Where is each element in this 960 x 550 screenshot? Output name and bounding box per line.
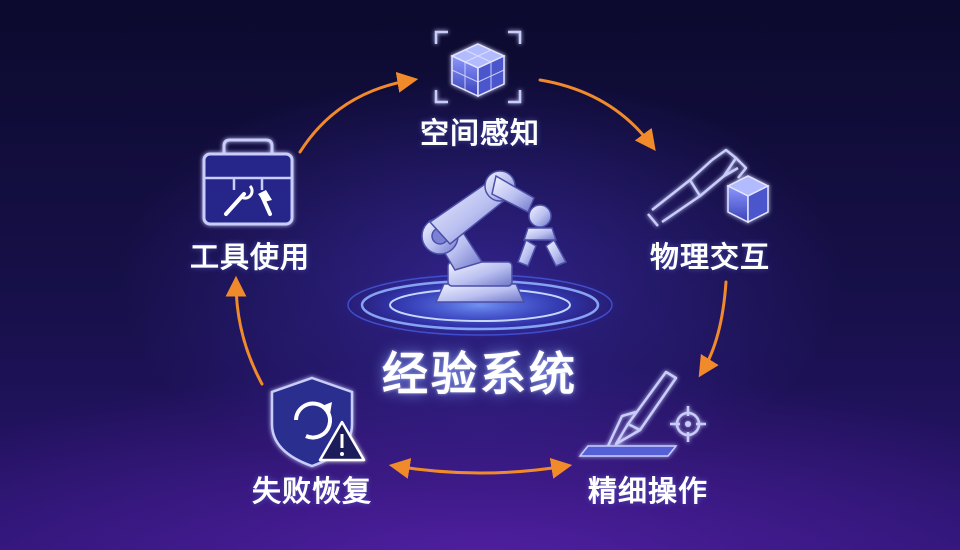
node-label-recovery: 失败恢复 (251, 474, 373, 508)
arrow-physical-to-precise (698, 280, 728, 378)
arrow-precise-recovery-double (388, 457, 573, 479)
arrow-spatial-to-physical (538, 78, 656, 152)
cube-scan-icon (434, 30, 522, 104)
robot-arm-icon (421, 170, 568, 303)
node-label-spatial: 空间感知 (419, 116, 541, 150)
cycle-arrows (225, 71, 728, 479)
node-label-precise: 精细操作 (587, 474, 709, 508)
node-label-physical: 物理交互 (649, 240, 771, 274)
arrow-tools-to-spatial (298, 71, 419, 154)
shield-refresh-warning-icon (270, 376, 366, 468)
toolbox-icon (202, 138, 294, 226)
arrow-recovery-to-tools (225, 275, 264, 386)
pen-target-icon (578, 370, 706, 457)
robot-hand-box-icon (647, 148, 770, 227)
center-label: 经验系统 (382, 347, 578, 401)
node-label-tools: 工具使用 (189, 240, 311, 274)
